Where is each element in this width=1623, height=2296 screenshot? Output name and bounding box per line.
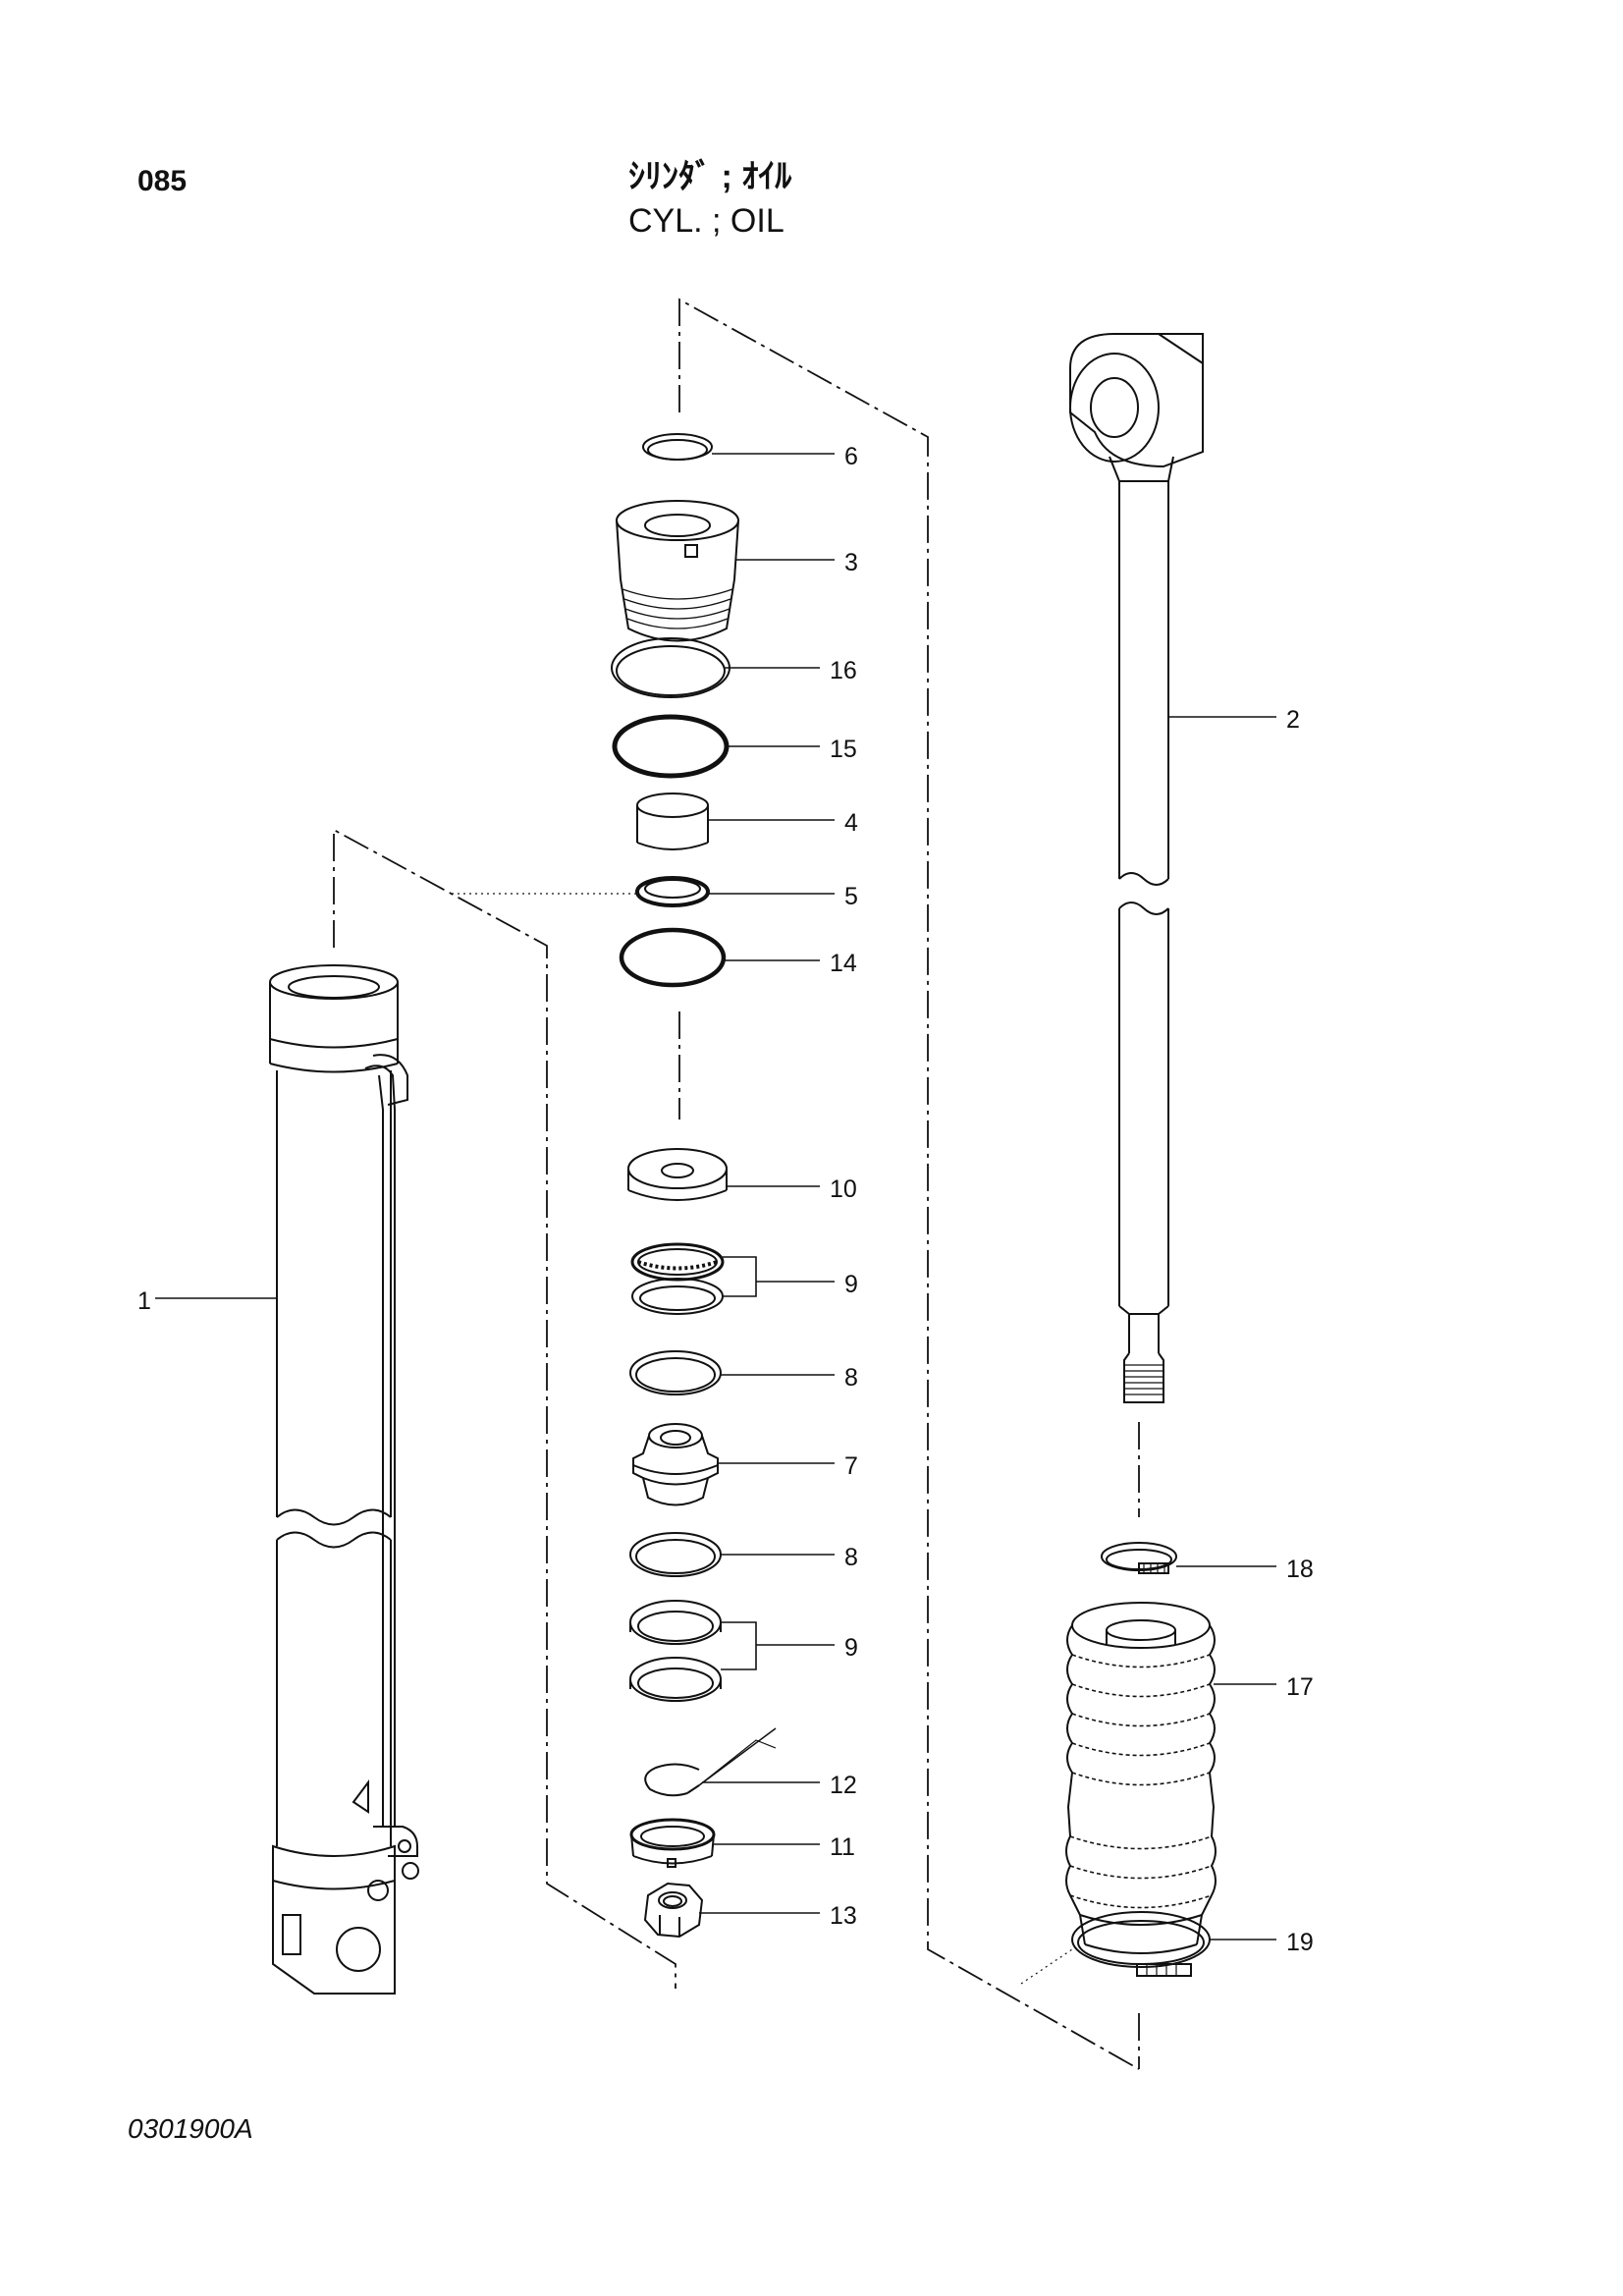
o-ring-part-14 bbox=[619, 927, 727, 988]
cylinder-head-part-3 bbox=[616, 500, 739, 642]
piston-part-7 bbox=[632, 1423, 719, 1506]
callout-19: 19 bbox=[1286, 1929, 1314, 1956]
assembly-line-left bbox=[333, 828, 676, 1989]
title-english: CYL. ; OIL bbox=[628, 202, 784, 240]
callout-14: 14 bbox=[830, 950, 857, 977]
lock-nut-part-13 bbox=[643, 1882, 704, 1939]
backup-ring-part-16 bbox=[611, 637, 730, 698]
wear-ring-part-8-lower bbox=[629, 1532, 722, 1577]
piston-seal-set-part-9-upper bbox=[630, 1242, 725, 1315]
bellows-boot-part-17 bbox=[1065, 1602, 1217, 1954]
leader-lines bbox=[155, 453, 1276, 1941]
callout-18: 18 bbox=[1286, 1556, 1314, 1583]
title-japanese: ｼﾘﾝﾀﾞ ; ｵｲﾙ bbox=[628, 158, 792, 195]
callout-15: 15 bbox=[830, 736, 857, 763]
callout-7: 7 bbox=[844, 1452, 858, 1480]
callout-1: 1 bbox=[137, 1287, 151, 1315]
cylinder-tube-part-1 bbox=[269, 964, 419, 1995]
reference-lines bbox=[452, 893, 1073, 1985]
callout-3: 3 bbox=[844, 549, 858, 576]
callout-16: 16 bbox=[830, 657, 857, 684]
callout-10: 10 bbox=[830, 1175, 857, 1203]
callout-5: 5 bbox=[844, 883, 858, 910]
callout-9-upper: 9 bbox=[844, 1271, 858, 1298]
callout-17: 17 bbox=[1286, 1673, 1314, 1701]
callout-12: 12 bbox=[830, 1772, 857, 1799]
page-code: 085 bbox=[137, 165, 188, 197]
callout-11: 11 bbox=[830, 1833, 855, 1861]
hose-band-part-18 bbox=[1101, 1542, 1177, 1574]
callout-6: 6 bbox=[844, 443, 858, 470]
callout-8-upper: 8 bbox=[844, 1364, 858, 1392]
assembly-line-center bbox=[678, 298, 1140, 2070]
lock-collar-part-11 bbox=[629, 1818, 716, 1868]
retaining-ring-part-12 bbox=[644, 1727, 777, 1797]
figure-code: 0301900A bbox=[128, 2113, 253, 2144]
callout-2: 2 bbox=[1286, 706, 1300, 734]
callout-13: 13 bbox=[830, 1902, 857, 1930]
rod-seal-part-5 bbox=[635, 876, 710, 907]
callout-labels: 1 2 3 4 5 6 7 8 8 9 9 10 11 12 13 14 15 … bbox=[137, 443, 1314, 1956]
o-ring-part-15 bbox=[612, 714, 730, 779]
bushing-part-4 bbox=[636, 793, 709, 850]
piston-rod-part-2 bbox=[1069, 333, 1204, 1403]
dust-seal-part-6 bbox=[642, 433, 713, 461]
assembly-lines bbox=[333, 298, 1140, 2070]
callout-9-lower: 9 bbox=[844, 1634, 858, 1662]
cushion-collar-part-10 bbox=[627, 1148, 728, 1201]
wear-ring-part-8-upper bbox=[629, 1350, 722, 1395]
callout-8-lower: 8 bbox=[844, 1544, 858, 1571]
hose-band-part-19 bbox=[1071, 1911, 1211, 1977]
callout-4: 4 bbox=[844, 809, 858, 837]
piston-seal-set-part-9-lower bbox=[629, 1600, 722, 1702]
